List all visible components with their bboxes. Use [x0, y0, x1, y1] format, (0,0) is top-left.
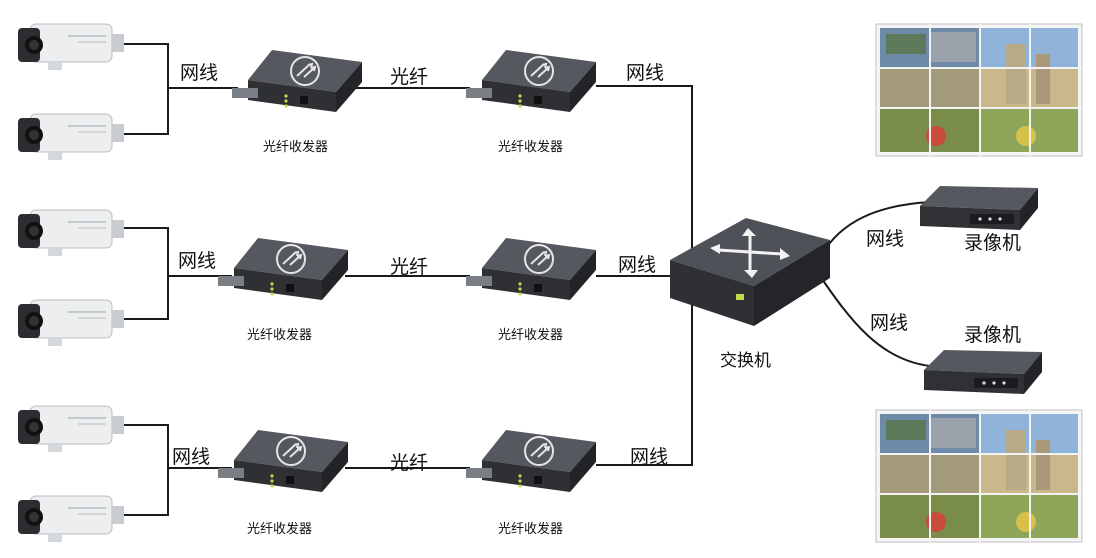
video-recorder-label: 录像机	[964, 232, 1022, 254]
bullet-camera-icon	[17, 209, 125, 257]
video-wall-icon	[875, 409, 1083, 543]
fiber-transceiver-label: 光纤收发器	[498, 140, 564, 155]
fiber-transceiver-icon	[465, 49, 597, 113]
fiber-transceiver-icon	[465, 429, 597, 493]
network-cable-label: 网线	[178, 250, 217, 272]
nvr-recorder-icon	[920, 186, 1038, 230]
switch-label: 交换机	[720, 351, 771, 371]
optical-fiber-label: 光纤	[390, 452, 429, 474]
bullet-camera-icon	[17, 405, 125, 453]
fiber-transceiver-icon	[217, 237, 349, 301]
bullet-camera-icon	[17, 299, 125, 347]
fiber-transceiver-icon	[231, 49, 363, 113]
optical-fiber-label: 光纤	[390, 66, 429, 88]
optical-fiber-label: 光纤	[390, 256, 429, 278]
network-cable-label: 网线	[866, 228, 905, 250]
network-cable-label: 网线	[626, 62, 665, 84]
bullet-camera-icon	[17, 23, 125, 71]
nvr-recorder-icon	[924, 350, 1042, 394]
fiber-transceiver-label: 光纤收发器	[247, 522, 313, 537]
video-recorder-label: 录像机	[964, 324, 1022, 346]
network-cable-label: 网线	[630, 446, 669, 468]
fiber-transceiver-label: 光纤收发器	[498, 328, 564, 343]
video-wall-icon	[875, 23, 1083, 157]
fiber-transceiver-label: 光纤收发器	[263, 140, 329, 155]
bullet-camera-icon	[17, 495, 125, 543]
network-switch-icon	[670, 218, 830, 326]
network-cable-label: 网线	[618, 254, 657, 276]
fiber-transceiver-icon	[217, 429, 349, 493]
network-cable-label: 网线	[172, 446, 211, 468]
network-cable-label: 网线	[180, 62, 219, 84]
fiber-transceiver-label: 光纤收发器	[498, 522, 564, 537]
fiber-transceiver-icon	[465, 237, 597, 301]
bullet-camera-icon	[17, 113, 125, 161]
fiber-transceiver-label: 光纤收发器	[247, 328, 313, 343]
network-cable-label: 网线	[870, 312, 909, 334]
